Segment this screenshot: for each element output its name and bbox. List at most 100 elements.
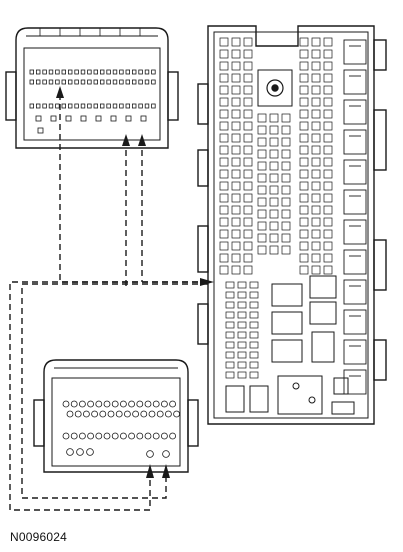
- fuse: [323, 109, 333, 119]
- fuse: [257, 221, 267, 231]
- pin-cavity: [138, 103, 143, 109]
- fuse: [269, 233, 279, 243]
- pin-cavity: [152, 432, 160, 440]
- fuse: [243, 205, 253, 215]
- fuse: [281, 137, 291, 147]
- fuse: [243, 217, 253, 227]
- fuse: [243, 265, 253, 275]
- bottom-connector: [33, 359, 199, 473]
- pin-cavity: [106, 79, 111, 85]
- wire-arrows: [56, 86, 214, 478]
- fuse: [243, 109, 253, 119]
- pin-cavity: [120, 432, 127, 440]
- fuse: [231, 265, 241, 275]
- pin-cavity: [112, 103, 118, 109]
- figure-code: N0096024: [10, 530, 67, 544]
- fuse: [281, 113, 291, 123]
- fuse: [243, 193, 253, 203]
- pin-cavity: [68, 79, 73, 85]
- top-connector: [5, 27, 179, 149]
- fuse: [269, 209, 279, 219]
- pin-cavity: [74, 69, 79, 75]
- fuse: [323, 217, 333, 227]
- pin-cavity: [151, 79, 156, 85]
- pin-cavity: [76, 448, 84, 456]
- pin-cavity: [100, 103, 105, 109]
- pin-cavity: [29, 79, 34, 85]
- fuse: [219, 229, 229, 239]
- fuse: [269, 137, 279, 147]
- fuse: [311, 61, 321, 71]
- fuse: [269, 125, 279, 135]
- pin-cavity: [125, 115, 132, 122]
- fuse: [299, 253, 309, 263]
- fuse: [323, 37, 333, 47]
- fuse: [237, 301, 247, 309]
- fuse: [225, 291, 235, 299]
- relay: [343, 159, 367, 185]
- fuse: [311, 265, 321, 275]
- fuse: [243, 145, 253, 155]
- fuse-box: [197, 25, 387, 425]
- pin-cavity: [70, 400, 78, 408]
- fuse: [219, 157, 229, 167]
- fuse: [231, 169, 241, 179]
- pin-cavity: [95, 400, 103, 408]
- pin-cavity: [55, 69, 60, 75]
- fuse: [231, 181, 241, 191]
- fuse: [237, 321, 247, 329]
- fuse: [323, 133, 333, 143]
- fuse: [243, 241, 253, 251]
- fuse: [311, 193, 321, 203]
- fuse: [225, 321, 235, 329]
- fuse: [299, 145, 309, 155]
- fuse: [311, 85, 321, 95]
- pin-cavity: [140, 410, 148, 418]
- fuse: [299, 265, 309, 275]
- pin-cavity: [62, 400, 70, 408]
- fuse: [249, 281, 259, 289]
- fuse: [225, 311, 235, 319]
- fuse: [323, 229, 333, 239]
- fuse: [237, 341, 247, 349]
- fuse: [269, 185, 279, 195]
- pin-cavity: [62, 432, 70, 440]
- fuse: [231, 193, 241, 203]
- pin-cavity: [138, 79, 143, 85]
- fuse: [311, 181, 321, 191]
- pin-cavity: [83, 410, 90, 418]
- fuse: [299, 157, 309, 167]
- fuse: [311, 241, 321, 251]
- pin-cavity: [152, 400, 160, 408]
- pin-cavity: [36, 103, 41, 109]
- fuse: [249, 331, 259, 339]
- fuse: [299, 133, 309, 143]
- fuse: [257, 197, 267, 207]
- fuse: [311, 145, 321, 155]
- fuse: [323, 193, 333, 203]
- mini-fuse-grid: [219, 37, 333, 379]
- pin-cavity: [164, 410, 172, 418]
- fuse: [231, 49, 241, 59]
- pin-cavity: [50, 115, 57, 122]
- pin-cavity: [151, 69, 156, 75]
- fuse: [243, 121, 253, 131]
- relay: [343, 189, 367, 215]
- pin-cavity: [156, 410, 164, 418]
- fuse: [231, 85, 241, 95]
- fuse: [281, 161, 291, 171]
- pin-cavity: [55, 103, 60, 109]
- pin-cavity: [87, 69, 92, 75]
- pin-cavity: [110, 115, 117, 122]
- pin-cavity: [100, 79, 105, 85]
- fuse: [281, 149, 291, 159]
- fuse: [323, 241, 333, 251]
- fuse: [257, 233, 267, 243]
- bottom-connector-pins: [62, 400, 181, 458]
- fuse: [311, 157, 321, 167]
- pin-cavity: [91, 410, 98, 418]
- pin-cavity: [48, 103, 54, 109]
- fuse: [311, 97, 321, 107]
- fuse: [323, 85, 333, 95]
- fuse: [237, 351, 247, 359]
